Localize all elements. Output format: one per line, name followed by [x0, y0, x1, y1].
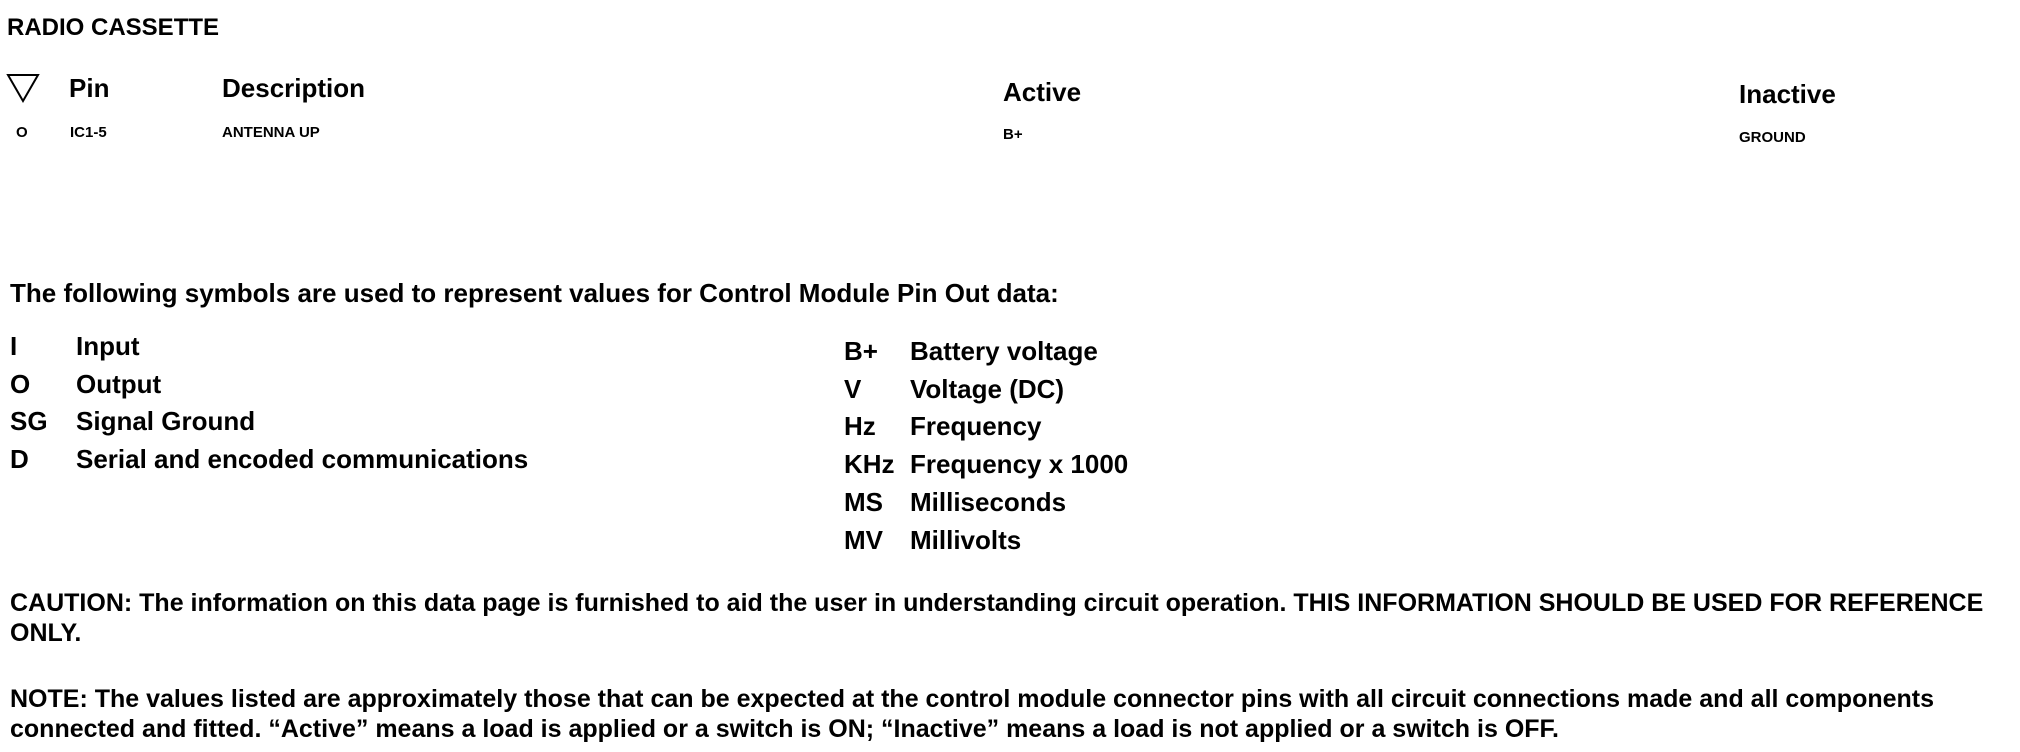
legend-item: MS Milliseconds — [844, 487, 1066, 518]
row-pin: IC1-5 — [70, 124, 107, 141]
caution-text: CAUTION: The information on this data pa… — [10, 589, 1984, 647]
legend-item: Hz Frequency — [844, 411, 1042, 442]
legend-symbol: KHz — [844, 449, 895, 479]
legend-meaning: Frequency x 1000 — [910, 449, 1129, 479]
page-title: RADIO CASSETTE — [7, 14, 220, 41]
legend-symbol: MV — [844, 525, 883, 555]
legend-symbol: V — [844, 374, 862, 404]
legend-meaning: Serial and encoded communications — [76, 444, 529, 474]
legend-symbol: Hz — [844, 411, 876, 441]
column-header-inactive: Inactive — [1739, 79, 1836, 109]
legend-intro: The following symbols are used to repres… — [10, 278, 1059, 308]
row-inactive: GROUND — [1739, 129, 1806, 146]
legend-meaning: Input — [76, 331, 140, 361]
legend-symbol: B+ — [844, 336, 878, 366]
column-header-pin: Pin — [69, 73, 110, 103]
legend-item: D Serial and encoded communications — [10, 444, 528, 475]
legend-item: I Input — [10, 331, 140, 362]
legend-symbol: D — [10, 444, 29, 474]
legend-item: KHz Frequency x 1000 — [844, 449, 1128, 480]
triangle-down-icon — [6, 74, 40, 103]
legend-meaning: Output — [76, 369, 162, 399]
row-description: ANTENNA UP — [222, 124, 320, 141]
legend-item: SG Signal Ground — [10, 406, 255, 437]
legend-meaning: Voltage (DC) — [910, 374, 1065, 404]
column-header-description: Description — [222, 73, 366, 103]
legend-item: B+ Battery voltage — [844, 336, 1098, 367]
legend-symbol: I — [10, 331, 18, 361]
legend-meaning: Millivolts — [910, 525, 1022, 555]
legend-item: O Output — [10, 369, 161, 400]
legend-meaning: Milliseconds — [910, 487, 1067, 517]
legend-meaning: Battery voltage — [910, 336, 1098, 366]
legend-item: MV Millivolts — [844, 525, 1021, 556]
legend-symbol: SG — [10, 406, 48, 436]
legend-meaning: Frequency — [910, 411, 1042, 441]
legend-symbol: MS — [844, 487, 883, 517]
column-header-active: Active — [1003, 77, 1082, 107]
legend-meaning: Signal Ground — [76, 406, 256, 436]
row-io-type: O — [16, 124, 28, 141]
note-text: NOTE: The values listed are approximatel… — [10, 685, 1935, 743]
legend-item: V Voltage (DC) — [844, 374, 1064, 405]
legend-symbol: O — [10, 369, 31, 399]
row-active: B+ — [1003, 126, 1023, 143]
